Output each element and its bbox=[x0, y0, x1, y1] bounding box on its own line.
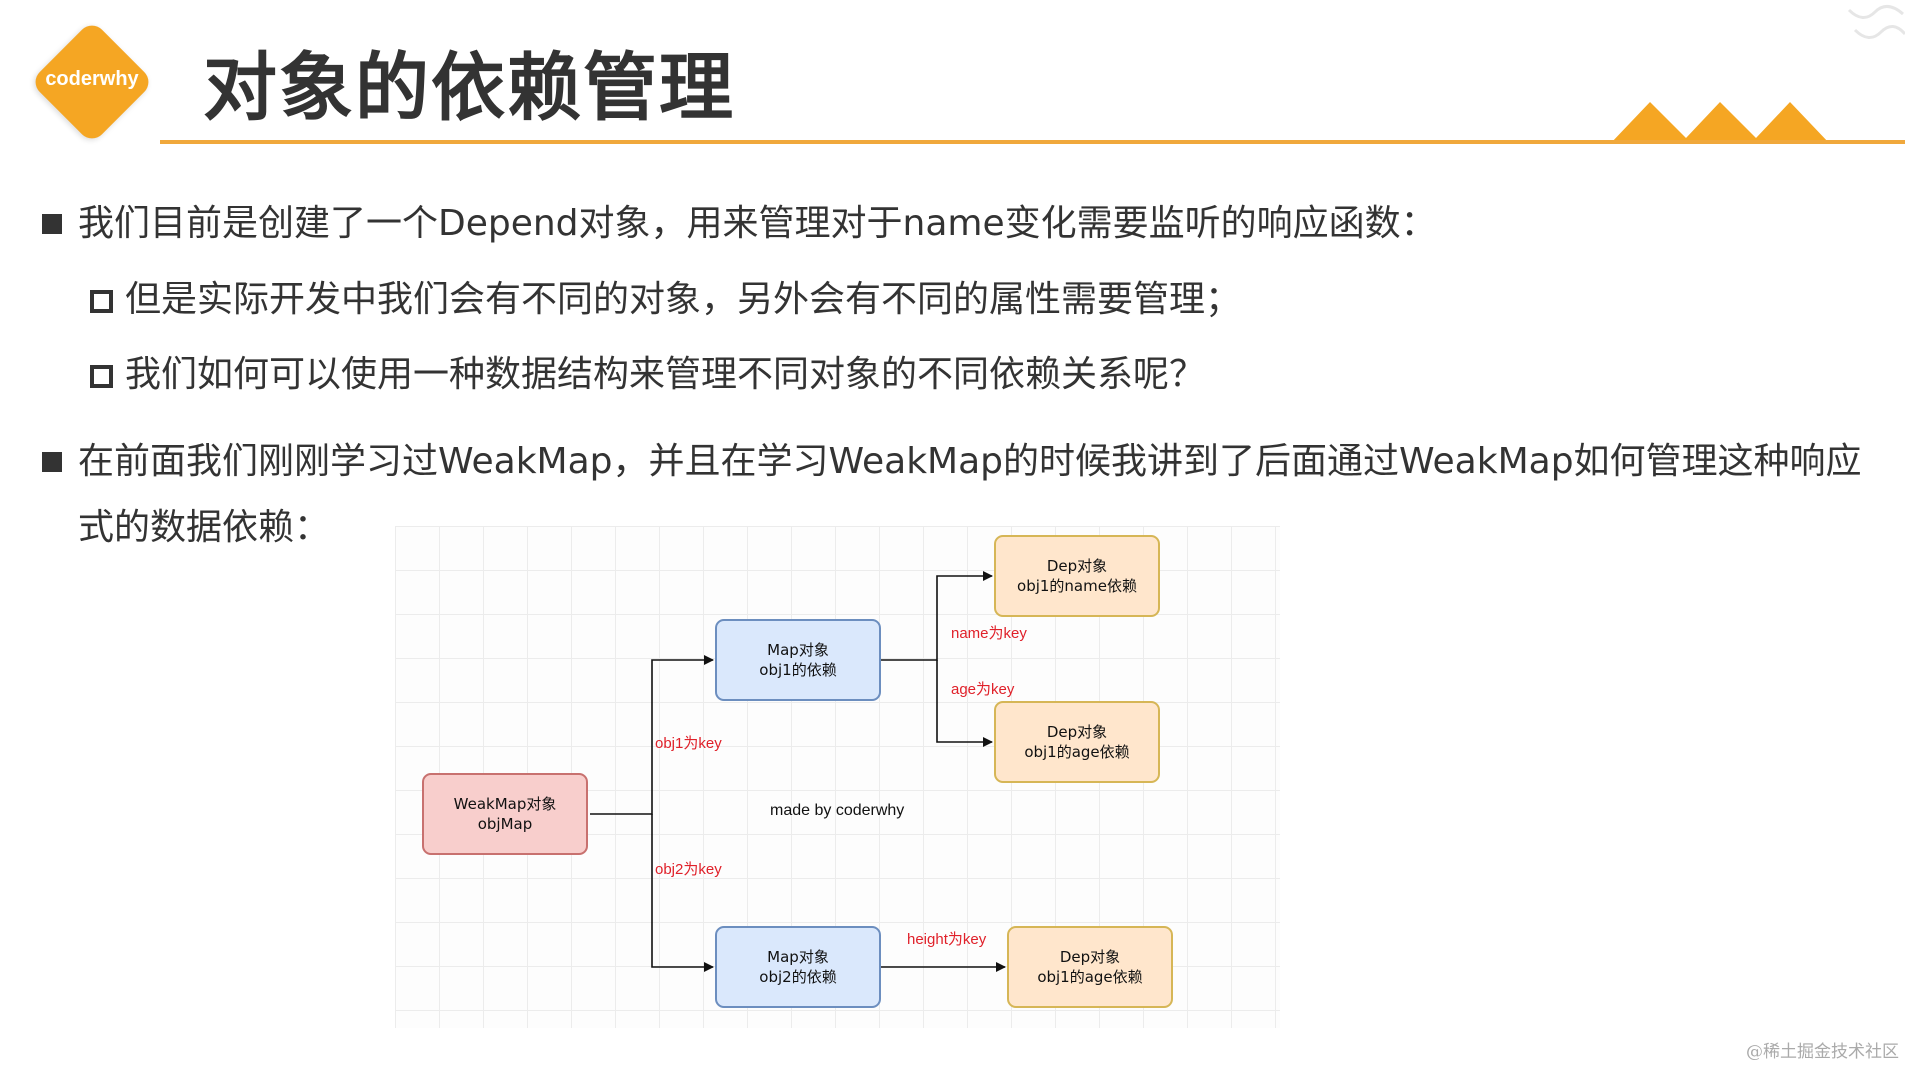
bullet-text: 在前面我们刚刚学习过WeakMap，并且在学习WeakMap的时候我讲到了后面通… bbox=[78, 441, 1862, 548]
edge-label-name-key: name为key bbox=[951, 625, 1027, 642]
slide-title: 对象的依赖管理 bbox=[203, 45, 735, 131]
hollow-square-bullet-icon bbox=[90, 365, 113, 388]
diagram-author-credit: made by coderwhy bbox=[770, 802, 905, 819]
edge-label-obj1-key: obj1为key bbox=[655, 735, 722, 752]
coderwhy-logo: coderwhy bbox=[29, 19, 155, 145]
node-line2: obj1的age依赖 bbox=[1024, 743, 1130, 761]
node-map-obj1: Map对象 obj1的依赖 bbox=[715, 619, 881, 701]
logo-text: coderwhy bbox=[45, 68, 139, 90]
node-dep-obj1-age: Dep对象 obj1的age依赖 bbox=[994, 701, 1160, 783]
node-line1: Map对象 bbox=[767, 641, 829, 659]
node-line2: obj1的name依赖 bbox=[1017, 577, 1137, 595]
node-dep-obj1-name: Dep对象 obj1的name依赖 bbox=[994, 535, 1160, 617]
bullet-weakmap: 在前面我们刚刚学习过WeakMap，并且在学习WeakMap的时候我讲到了后面通… bbox=[42, 440, 1887, 561]
edge-label-height-key: height为key bbox=[907, 931, 987, 948]
bullet-depend-object: 我们目前是创建了一个Depend对象，用来管理对于name变化需要监听的响应函数… bbox=[42, 202, 1437, 246]
diagram-edges bbox=[590, 571, 1006, 972]
node-line1: WeakMap对象 bbox=[453, 795, 557, 813]
node-dep-height: Dep对象 obj1的age依赖 bbox=[1007, 926, 1173, 1008]
header-divider bbox=[160, 140, 1905, 144]
edge-map1-to-dep-age bbox=[936, 660, 993, 747]
bullet-text: 但是实际开发中我们会有不同的对象，另外会有不同的属性需要管理； bbox=[125, 279, 1242, 320]
node-map-obj2: Map对象 obj2的依赖 bbox=[715, 926, 881, 1008]
node-weakmap-objmap: WeakMap对象 objMap bbox=[422, 773, 588, 855]
edge-label-obj2-key: obj2为key bbox=[655, 861, 722, 878]
edge-weakmap-to-map2 bbox=[651, 814, 714, 972]
bullet-text: 我们目前是创建了一个Depend对象，用来管理对于name变化需要监听的响应函数… bbox=[78, 203, 1437, 244]
node-line2: obj1的依赖 bbox=[759, 661, 837, 679]
mountains-decoration-icon bbox=[1610, 102, 1830, 144]
edge-weakmap-to-map1 bbox=[590, 655, 714, 815]
filled-square-bullet-icon bbox=[42, 452, 62, 472]
edge-label-age-key: age为key bbox=[951, 681, 1015, 698]
node-line2: obj2的依赖 bbox=[759, 968, 837, 986]
wave-decoration-icon bbox=[1847, 5, 1905, 39]
sub-bullet-data-structure-question: 我们如何可以使用一种数据结构来管理不同对象的不同依赖关系呢？ bbox=[90, 353, 1205, 397]
node-line1: Dep对象 bbox=[1059, 948, 1121, 966]
node-line2: obj1的age依赖 bbox=[1037, 968, 1143, 986]
node-line1: Dep对象 bbox=[1046, 723, 1108, 741]
node-line2: objMap bbox=[477, 815, 533, 833]
filled-square-bullet-icon bbox=[42, 214, 62, 234]
node-line1: Map对象 bbox=[767, 948, 829, 966]
hollow-square-bullet-icon bbox=[90, 290, 113, 313]
bullet-text: 我们如何可以使用一种数据结构来管理不同对象的不同依赖关系呢？ bbox=[125, 354, 1206, 395]
sub-bullet-different-objects: 但是实际开发中我们会有不同的对象，另外会有不同的属性需要管理； bbox=[90, 278, 1241, 322]
weakmap-dependency-diagram: WeakMap对象 objMap Map对象 obj1的依赖 Map对象 obj… bbox=[395, 526, 1280, 1028]
edge-map1-to-dep-name bbox=[881, 571, 993, 661]
site-watermark: @稀土掘金技术社区 bbox=[1746, 1042, 1899, 1062]
node-line1: Dep对象 bbox=[1046, 557, 1108, 575]
